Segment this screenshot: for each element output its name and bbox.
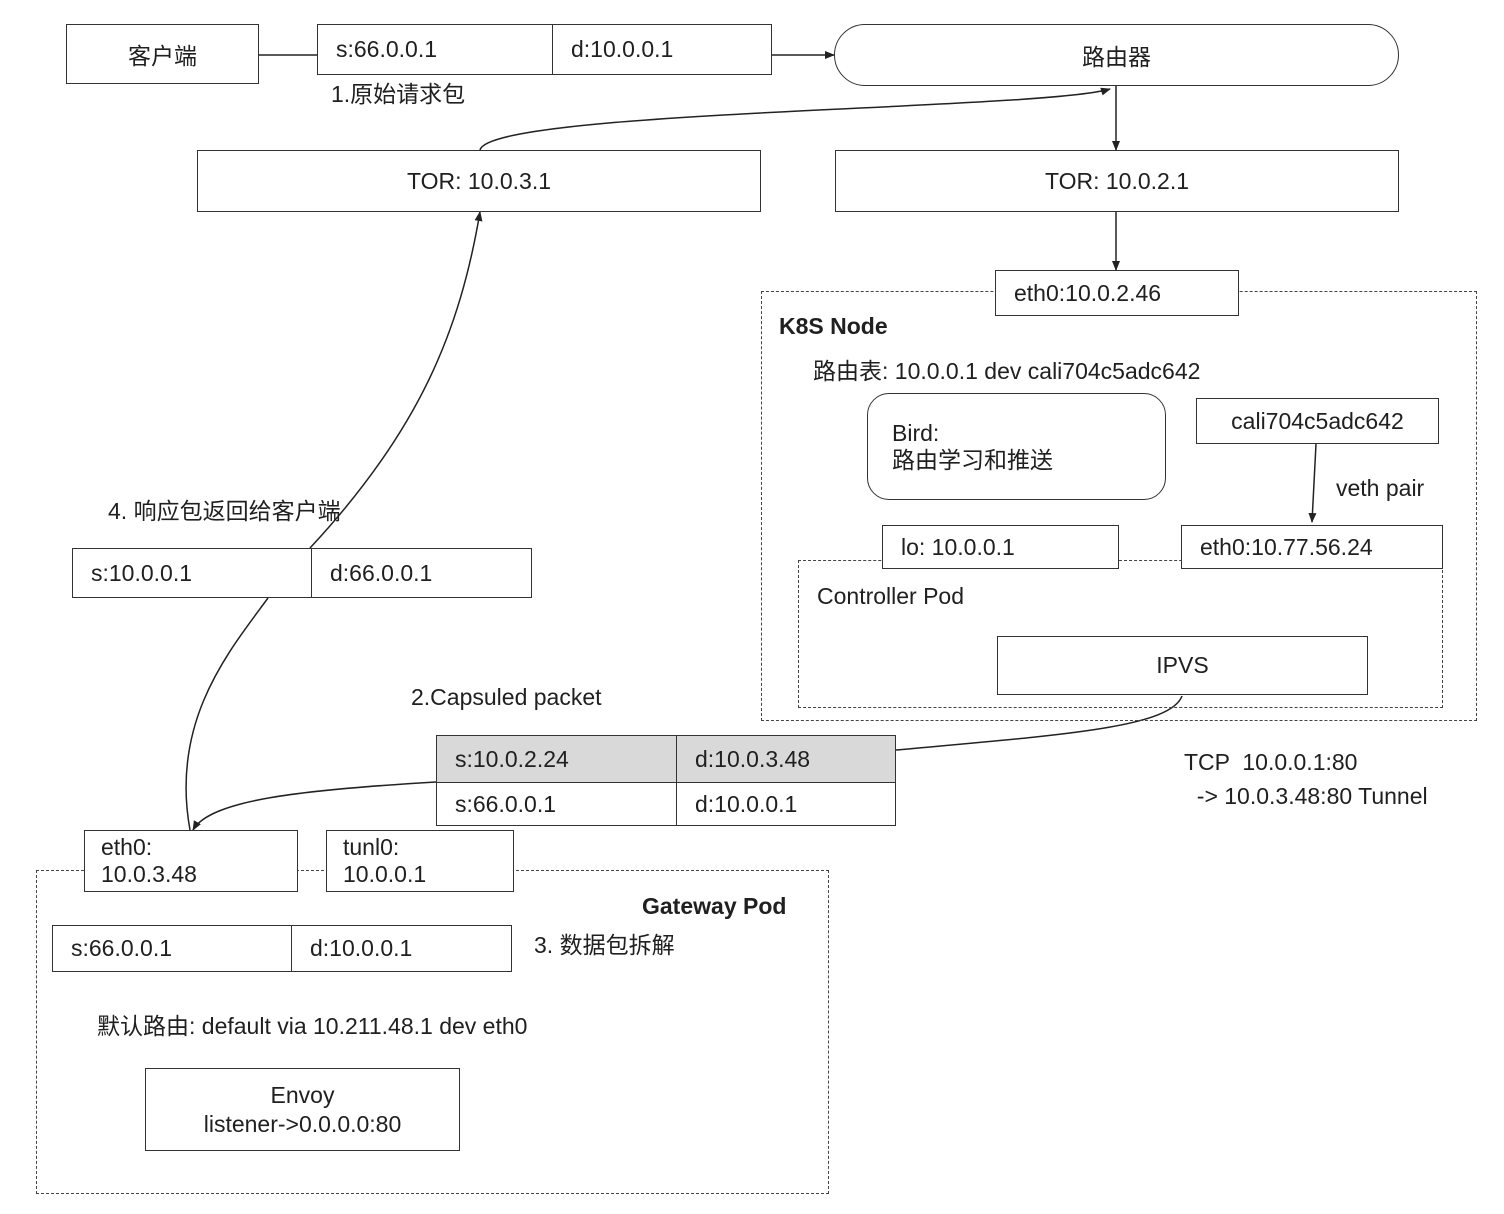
envoy-listener: listener->0.0.0.0:80 — [203, 1110, 402, 1137]
tor-right-box: TOR: 10.0.2.1 — [835, 150, 1399, 212]
tunl0-box: tunl0: 10.0.0.1 — [326, 830, 514, 892]
capsuled-inner-src-text: s:66.0.0.1 — [455, 790, 557, 817]
tcp-rule-line2: -> 10.0.3.48:80 Tunnel — [1184, 783, 1428, 809]
bird-title: Bird: — [892, 419, 940, 446]
capsuled-outer-src-text: s:10.0.2.24 — [455, 745, 569, 772]
capsuled-to-eth0-arrow — [192, 781, 437, 831]
pod-eth0-label: eth0:10.77.56.24 — [1200, 533, 1373, 560]
eth0-to-response-line — [185, 597, 269, 831]
ipvs-label: IPVS — [1156, 652, 1209, 678]
capsuled-outer-src: s:10.0.2.24 — [436, 735, 677, 783]
request-src-text: s:66.0.0.1 — [336, 36, 438, 62]
tor-right-label: TOR: 10.0.2.1 — [1044, 167, 1190, 194]
gateway-pod-title: Gateway Pod — [642, 893, 787, 919]
tor-left-box: TOR: 10.0.3.1 — [197, 150, 761, 212]
lo-interface-label: lo: 10.0.0.1 — [901, 533, 1015, 560]
capsuled-outer-dst: d:10.0.3.48 — [676, 735, 896, 783]
capsuled-inner-dst-text: d:10.0.0.1 — [695, 790, 798, 817]
gateway-eth0-name: eth0: — [101, 834, 153, 860]
capsuled-packet-label: 2.Capsuled packet — [411, 684, 602, 710]
pod-eth0-box: eth0:10.77.56.24 — [1181, 525, 1443, 569]
decap-src-cell: s:66.0.0.1 — [52, 925, 292, 972]
request-packet-label: 1.原始请求包 — [331, 81, 466, 107]
capsuled-outer-dst-text: d:10.0.3.48 — [695, 745, 811, 772]
response-dst-text: d:66.0.0.1 — [330, 559, 433, 586]
request-src-cell: s:66.0.0.1 — [317, 24, 553, 75]
node-eth0-label: eth0:10.0.2.46 — [1014, 279, 1162, 306]
response-src-text: s:10.0.0.1 — [91, 559, 193, 586]
veth-pair-label: veth pair — [1336, 475, 1425, 501]
bird-desc: 路由学习和推送 — [892, 446, 1053, 473]
tcp-rule-line1: TCP 10.0.0.1:80 — [1184, 749, 1358, 775]
envoy-title: Envoy — [270, 1081, 335, 1108]
decap-dst-cell: d:10.0.0.1 — [291, 925, 512, 972]
response-dst-cell: d:66.0.0.1 — [311, 548, 532, 598]
lo-interface-box: lo: 10.0.0.1 — [882, 525, 1119, 569]
tor-left-label: TOR: 10.0.3.1 — [406, 167, 552, 194]
decap-dst-text: d:10.0.0.1 — [310, 935, 413, 961]
cali-interface-label: cali704c5adc642 — [1231, 407, 1404, 434]
envoy-box: Envoy listener->0.0.0.0:80 — [145, 1068, 460, 1151]
ipvs-box: IPVS — [997, 636, 1368, 695]
gateway-eth0-box: eth0: 10.0.3.48 — [84, 830, 298, 892]
response-packet-label: 4. 响应包返回给客户端 — [108, 498, 341, 524]
bird-box: Bird: 路由学习和推送 — [867, 393, 1166, 500]
response-src-cell: s:10.0.0.1 — [72, 548, 312, 598]
capsuled-inner-dst: d:10.0.0.1 — [676, 782, 896, 826]
request-dst-text: d:10.0.0.1 — [571, 36, 674, 62]
veth-pair-arrow — [1308, 443, 1317, 523]
client-box: 客户端 — [66, 24, 259, 84]
gateway-eth0-ip: 10.0.3.48 — [101, 861, 197, 887]
request-dst-cell: d:10.0.0.1 — [552, 24, 772, 75]
tor-left-to-router-arrow — [479, 87, 1111, 151]
router-box: 路由器 — [834, 24, 1399, 86]
router-label: 路由器 — [1082, 44, 1151, 70]
route-table-text: 路由表: 10.0.0.1 dev cali704c5adc642 — [813, 358, 1201, 384]
decap-label: 3. 数据包拆解 — [534, 932, 675, 958]
response-to-tor-left-arrow — [309, 211, 483, 549]
decap-src-text: s:66.0.0.1 — [71, 935, 173, 961]
tunl0-name: tunl0: — [343, 834, 400, 860]
controller-pod-title: Controller Pod — [817, 583, 965, 609]
k8s-node-title: K8S Node — [779, 313, 888, 339]
default-route-text: 默认路由: default via 10.211.48.1 dev eth0 — [97, 1013, 528, 1039]
client-label: 客户端 — [128, 43, 197, 69]
controller-pod-container — [798, 560, 1443, 708]
capsuled-inner-src: s:66.0.0.1 — [436, 782, 677, 826]
cali-interface-box: cali704c5adc642 — [1196, 398, 1439, 444]
tunl0-ip: 10.0.0.1 — [343, 861, 427, 887]
node-eth0-box: eth0:10.0.2.46 — [995, 270, 1239, 316]
